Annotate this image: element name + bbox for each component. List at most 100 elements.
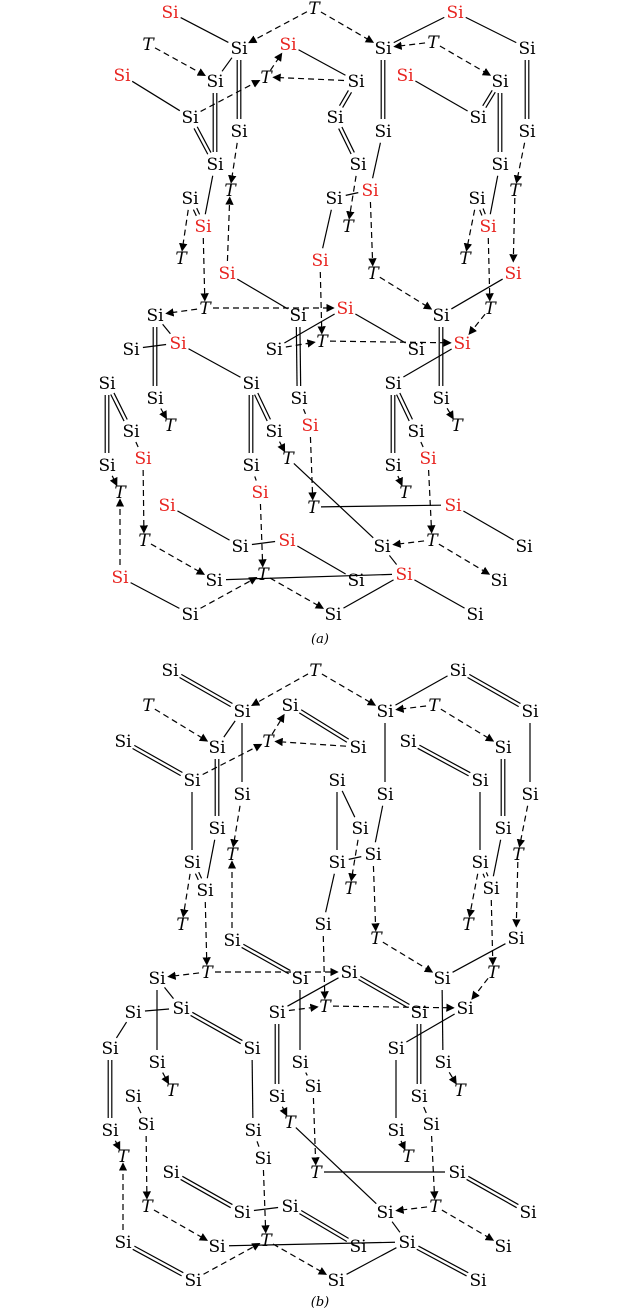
t-site-label: T [201,963,214,983]
t-site-label: T [509,181,522,201]
t-site-label: T [142,35,155,55]
dashed-arrow-bond [320,935,329,1000]
si-atom-label: Si [243,1039,261,1059]
single-bond [423,1106,427,1114]
caption-a: (a) [311,632,329,647]
single-bond [253,1206,279,1212]
si-atom-label: Si [205,571,223,591]
t-site-label: T [176,915,189,935]
dashed-arrow-bond [395,704,427,713]
si-atom-label: Si [407,422,425,442]
dashed-arrow-bond [279,1106,288,1117]
si-atom-label: Si [432,306,450,326]
si-atom-label: Si [122,340,140,360]
si-atom-label-highlighted: Si [446,3,464,23]
si-atom-label: Si [114,1233,132,1253]
si-atom-label: Si [328,771,346,791]
dashed-arrow-bond [516,805,529,848]
si-atom-label: Si [410,1087,428,1107]
double-bond [295,326,302,387]
single-bond [228,1241,396,1247]
t-site-label: T [428,696,441,716]
dashed-arrow-bond [317,271,326,335]
single-bond [395,675,448,706]
dashed-arrow-bond [439,45,492,76]
single-bond [225,573,393,581]
single-bond [305,1072,308,1076]
single-bond [452,943,506,973]
si-atom-label: Si [161,661,179,681]
t-site-label: T [117,1147,130,1167]
dashed-arrow-bond [379,276,433,310]
si-atom-label-highlighted: Si [218,264,236,284]
single-bond [489,175,499,215]
dashed-arrow-bond [154,47,206,77]
si-atom-label: Si [233,785,251,805]
single-bond [463,510,514,541]
si-atom-label: Si [521,785,539,805]
single-bond [223,720,236,738]
si-atom-label-highlighted: Si [444,496,462,516]
dashed-arrow-bond [368,201,377,267]
si-atom-label: Si [328,853,346,873]
si-atom-label: Si [466,605,484,625]
single-bond [254,476,257,481]
t-site-label: T [316,332,329,352]
t-site-label: T [282,449,295,469]
single-bond [322,209,332,249]
dashed-arrow-bond [466,873,479,918]
single-bond [346,1247,397,1275]
si-atom-label: Si [181,605,199,625]
dashed-arrow-bond [448,1071,457,1085]
single-bond [403,348,452,378]
double-bond [524,60,530,119]
single-bond [406,1013,455,1043]
t-site-label: T [308,0,321,19]
t-site-label: T [342,217,355,237]
si-atom-label: Si [325,189,343,209]
dashed-arrow-bond [274,737,347,747]
si-atom-label: Si [384,456,402,476]
t-site-label: T [166,1081,179,1101]
dashed-arrow-bond [512,861,521,928]
t-site-label: T [142,696,155,716]
double-bond [274,1024,280,1084]
si-atom-label-highlighted: Si [396,66,414,86]
dashed-arrow-bond [167,971,200,980]
si-atom-label: Si [349,155,367,175]
si-atom-label: Si [231,537,249,557]
dashed-arrow-bond [440,708,495,742]
dashed-arrow-bond [272,1243,328,1275]
double-bond [212,93,218,152]
single-bond [298,49,346,76]
dashed-arrow-bond [288,1003,319,1012]
single-bond [142,343,167,349]
t-site-label: T [451,416,464,436]
dashed-arrow-bond [509,197,518,263]
dashed-arrow-bond [165,308,198,317]
double-bond [152,327,158,386]
si-atom-label-highlighted: Si [113,66,131,86]
si-atom-label: Si [434,1053,452,1073]
si-atom-label-highlighted: Si [278,531,296,551]
si-atom-label: Si [281,696,299,716]
single-bond [188,348,241,378]
si-atom-label-highlighted: Si [134,449,152,469]
double-bond [180,1175,233,1209]
si-atom-label: Si [268,1003,286,1023]
dashed-arrow-bond [438,543,491,575]
single-bond [251,540,276,546]
single-bond [135,441,139,448]
t-site-label: T [487,963,500,983]
single-bond [343,579,394,609]
si-atom-label: Si [181,189,199,209]
double-bond [192,207,201,217]
t-site-label: T [429,1197,442,1217]
si-atom-label: Si [422,1115,440,1135]
si-atom-label: Si [373,537,391,557]
dashed-arrow-bond [248,11,308,44]
double-bond [110,392,128,422]
